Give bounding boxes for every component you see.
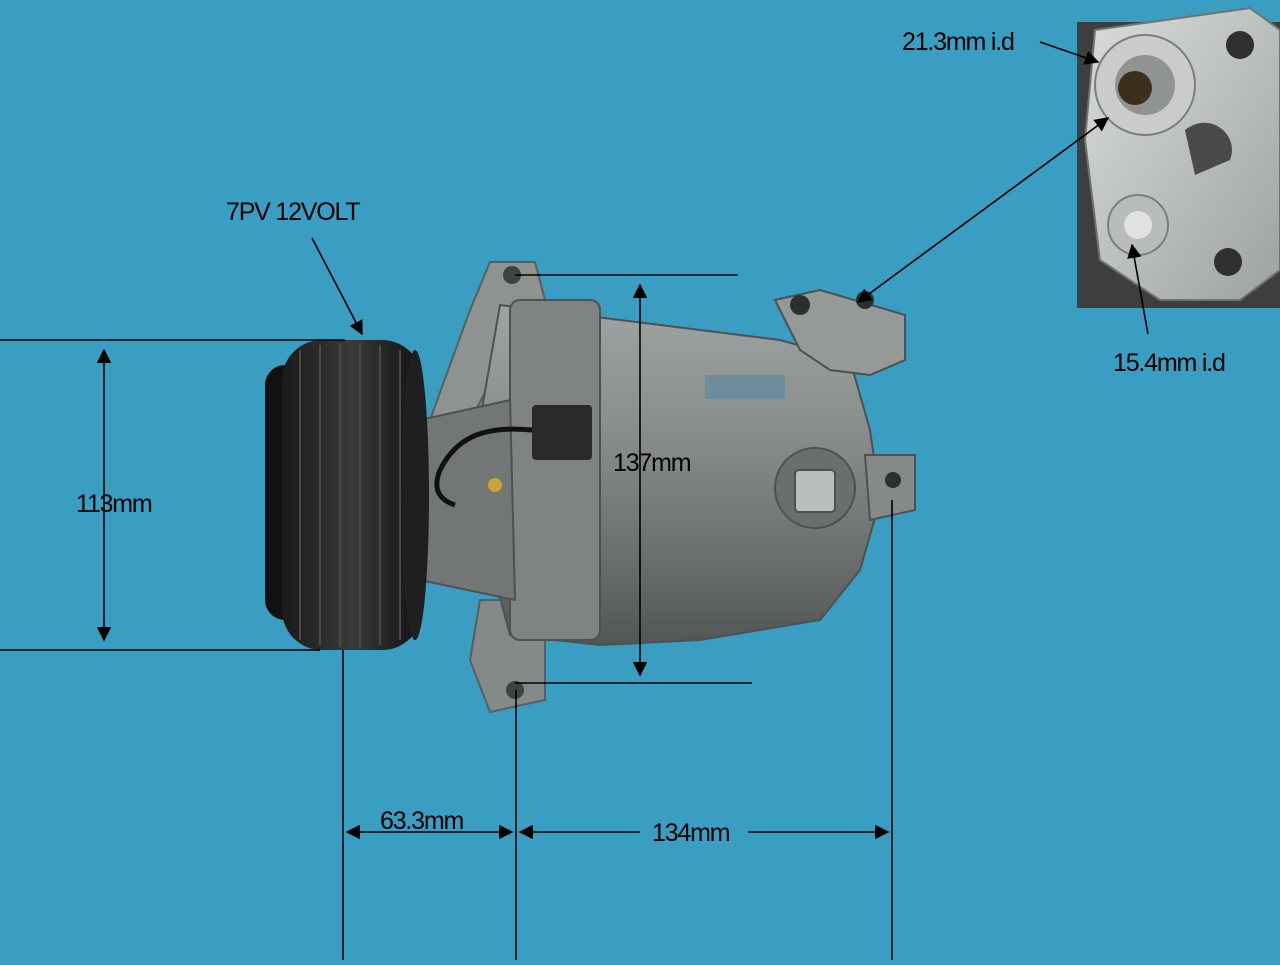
mount-height-label: 137mm [613,449,692,477]
front-width-label: 63.3mm [380,807,464,835]
pulley-height-label: 113mm [76,490,153,518]
body-width-label: 134mm [652,819,731,847]
port-plate-inset [1077,6,1280,308]
dimension-lines [0,41,1149,960]
pulley-spec-label: 7PV 12VOLT [226,198,361,226]
pulley [265,340,429,650]
compressor [419,261,916,714]
large-port-label: 21.3mm i.d [902,28,1015,56]
small-port-label: 15.4mm i.d [1113,349,1226,377]
